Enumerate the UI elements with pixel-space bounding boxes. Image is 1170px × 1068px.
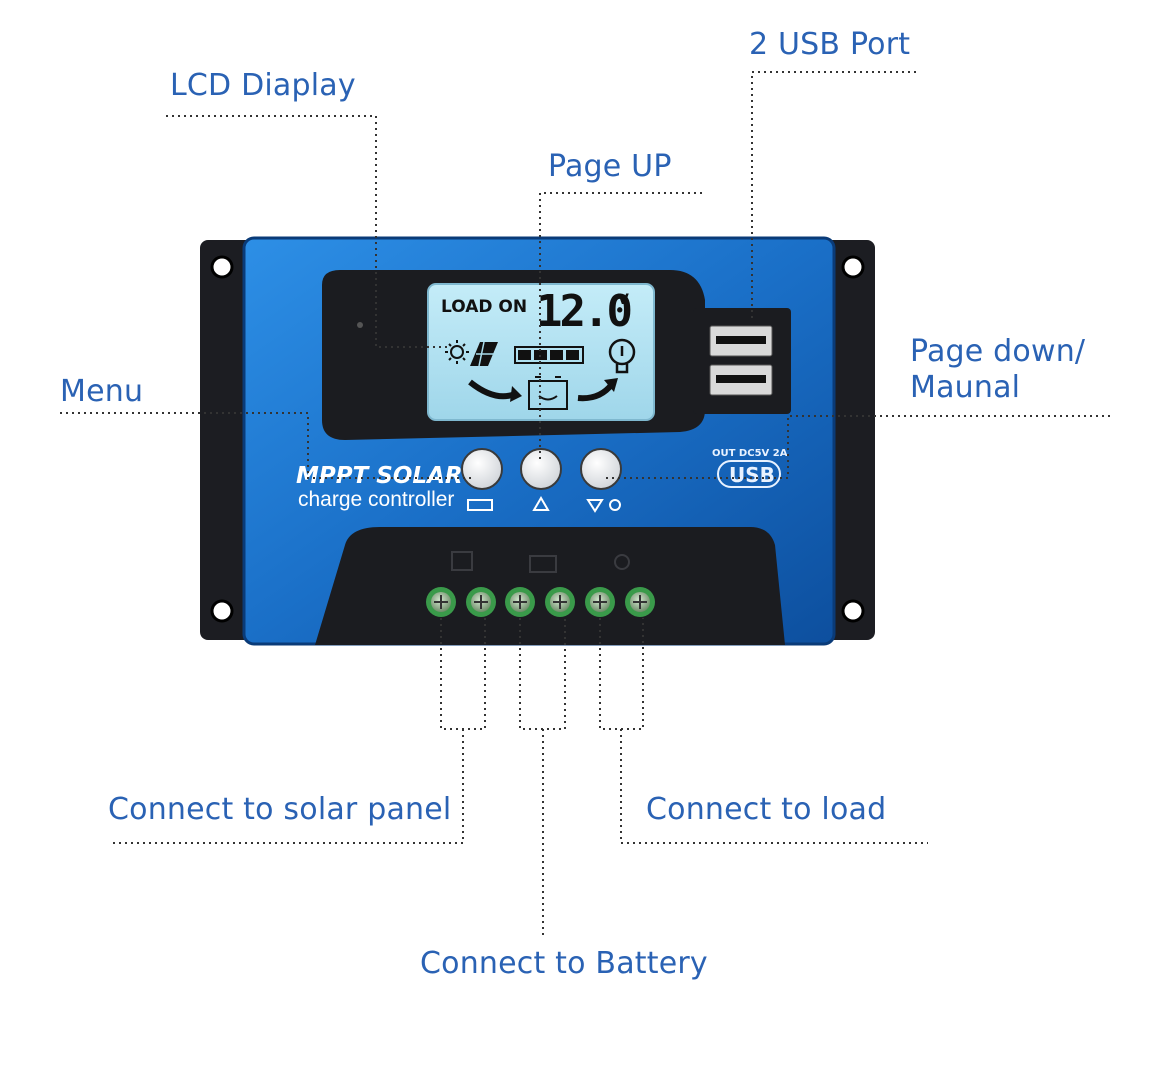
solar-panel-icon bbox=[470, 341, 498, 367]
screw-terminal-icon[interactable] bbox=[466, 587, 496, 617]
screw-terminals bbox=[426, 587, 655, 617]
leader-solar-label bbox=[110, 729, 464, 844]
leader-load-label bbox=[620, 729, 928, 844]
callout-page-down: Page down/ Maunal bbox=[910, 334, 1085, 406]
callout-usb-port: 2 USB Port bbox=[749, 27, 911, 62]
mounting-hole-icon bbox=[841, 255, 865, 279]
half-circle-icon bbox=[609, 499, 621, 511]
usb-logo: USB bbox=[717, 460, 781, 488]
sun-icon bbox=[445, 340, 469, 364]
svg-text:USB: USB bbox=[729, 463, 775, 487]
page-up-button[interactable] bbox=[520, 448, 562, 511]
brand-title: MPPT SOLAR bbox=[296, 463, 463, 489]
terminal-labels bbox=[451, 551, 630, 573]
charge-arrow-left-icon bbox=[468, 379, 522, 402]
solar-panel-icon bbox=[451, 551, 473, 571]
screw-terminal-icon[interactable] bbox=[426, 587, 456, 617]
callout-lcd-display: LCD Diaplay bbox=[170, 68, 356, 103]
leader-usb-port bbox=[751, 71, 916, 318]
up-triangle-icon bbox=[532, 496, 550, 511]
leader-lcd-display bbox=[166, 115, 450, 348]
mounting-hole-icon bbox=[210, 255, 234, 279]
brand-subtitle: charge controller bbox=[298, 488, 454, 511]
solar-panel-icon bbox=[467, 499, 493, 511]
lcd-unit: V bbox=[618, 292, 629, 308]
usb-socket-icon bbox=[709, 364, 773, 396]
callout-battery: Connect to Battery bbox=[420, 946, 708, 981]
bulb-icon bbox=[608, 338, 636, 374]
screw-terminal-icon[interactable] bbox=[505, 587, 535, 617]
terminal-panel bbox=[315, 527, 785, 645]
callout-solar-panel: Connect to solar panel bbox=[108, 792, 452, 827]
leader-lines bbox=[60, 71, 1110, 935]
bulb-icon bbox=[614, 554, 630, 570]
usb-housing bbox=[693, 308, 791, 414]
discharge-arrow-right-icon bbox=[577, 378, 618, 402]
mounting-hole-icon bbox=[210, 599, 234, 623]
lcd-status: LOAD ON bbox=[441, 297, 527, 317]
lcd-voltage: 12.0 bbox=[536, 286, 630, 337]
callout-page-up: Page UP bbox=[548, 149, 672, 184]
leader-menu bbox=[60, 412, 475, 479]
screw-terminal-icon[interactable] bbox=[625, 587, 655, 617]
usb-rating: OUT DC5V 2A bbox=[712, 448, 788, 459]
callout-page-down-line2: Maunal bbox=[910, 370, 1021, 405]
down-triangle-icon bbox=[586, 499, 604, 513]
usb-socket-icon bbox=[709, 325, 773, 357]
callout-menu: Menu bbox=[60, 374, 144, 409]
indicator-led bbox=[357, 322, 363, 328]
screw-terminal-icon[interactable] bbox=[585, 587, 615, 617]
callout-load: Connect to load bbox=[646, 792, 887, 827]
leader-page-down bbox=[605, 415, 1110, 479]
leader-page-up bbox=[539, 192, 702, 460]
screw-terminal-icon[interactable] bbox=[545, 587, 575, 617]
page-down-button[interactable] bbox=[580, 448, 622, 513]
mounting-hole-icon bbox=[841, 599, 865, 623]
callout-page-down-line1: Page down/ bbox=[910, 334, 1086, 369]
menu-button[interactable] bbox=[461, 448, 503, 511]
battery-icon bbox=[529, 555, 557, 573]
